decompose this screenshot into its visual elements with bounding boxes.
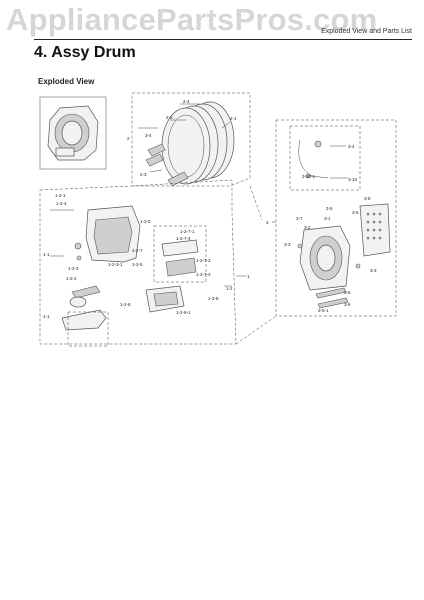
callout-3-6: 3-6 <box>352 210 359 215</box>
callout-1-2-7-3: 1-2-7-3 <box>196 272 211 277</box>
callout-3-5-1: 3-5-1 <box>318 308 329 313</box>
heater-perforation <box>366 212 382 240</box>
callout-labels: 2 2-4 2-2 2-1 3-4 2-3 1-2-1 1-2-4 1-1 1-… <box>43 99 377 319</box>
front-group-1 <box>39 179 237 347</box>
callout-3-2: 3-2 <box>304 225 311 230</box>
assembly-thumbnail <box>39 96 107 170</box>
document-header-label: Exploded View and Parts List <box>321 28 412 35</box>
callout-3-4: 3-4 <box>348 144 355 149</box>
exploded-view-heading: Exploded View <box>38 77 95 86</box>
callout-1-2-1: 1-2-1 <box>55 193 66 198</box>
callout-3-4-drum: 3-4 <box>145 133 152 138</box>
callout-1-2-7-1: 1-2-7-1 <box>180 229 195 234</box>
callout-3-8: 3-8 <box>364 196 371 201</box>
drum-group-2 <box>131 92 251 187</box>
callout-1-1a: 1-1 <box>43 252 50 257</box>
leader-lines <box>50 103 348 345</box>
callout-1-2-3: 1-2-3 <box>68 266 79 271</box>
callout-3-3b: 3-3 <box>370 268 377 273</box>
callout-2-1: 2-1 <box>230 116 237 121</box>
callout-3-1: 3-1 <box>324 216 331 221</box>
callout-1-2-3-1: 1-2-3-1 <box>108 262 123 267</box>
callout-2: 2 <box>127 136 130 141</box>
callout-2-3: 2-3 <box>140 172 147 177</box>
callout-1-2: 1-2 <box>226 286 233 291</box>
callout-3-9: 3-9 <box>344 302 351 307</box>
callout-3-3a: 3-3 <box>284 242 291 247</box>
callout-1-1b: 1-1 <box>43 314 50 319</box>
callout-3-10-1: 3-10-1 <box>302 174 316 179</box>
callout-1-2-8: 1-2-8 <box>208 296 219 301</box>
callout-1-3-0: 1-3-0 <box>140 219 151 224</box>
callout-1-2-4: 1-2-4 <box>56 201 67 206</box>
callout-1-2-8-1: 1-2-8-1 <box>176 310 191 315</box>
callout-3: 3 <box>266 220 269 225</box>
callout-1: 1 <box>247 274 250 279</box>
callout-1-2-7: 1-2-7 <box>132 248 143 253</box>
watermark-logo: AppliancePartsPros.com <box>6 2 378 37</box>
callout-1-2-5: 1-2-5 <box>132 262 143 267</box>
callout-1-2-7-4: 1-2-7-4 <box>176 236 191 241</box>
callout-3-5b: 3-5 <box>344 290 351 295</box>
callout-3-5: 3-5 <box>326 206 333 211</box>
callout-1-2-2: 1-2-2 <box>66 276 77 281</box>
callout-1-2-6: 1-2-6 <box>120 302 131 307</box>
callout-3-10: 3-10 <box>348 177 358 182</box>
section-title: 4. Assy Drum <box>34 44 136 61</box>
callout-3-7: 3-7 <box>296 216 303 221</box>
callout-2-2: 2-2 <box>166 115 173 120</box>
rear-group-3 <box>275 119 397 317</box>
title-divider <box>34 39 412 40</box>
callout-1-2-7-2: 1-2-7-2 <box>196 258 211 263</box>
callout-2-4: 2-4 <box>183 99 190 104</box>
